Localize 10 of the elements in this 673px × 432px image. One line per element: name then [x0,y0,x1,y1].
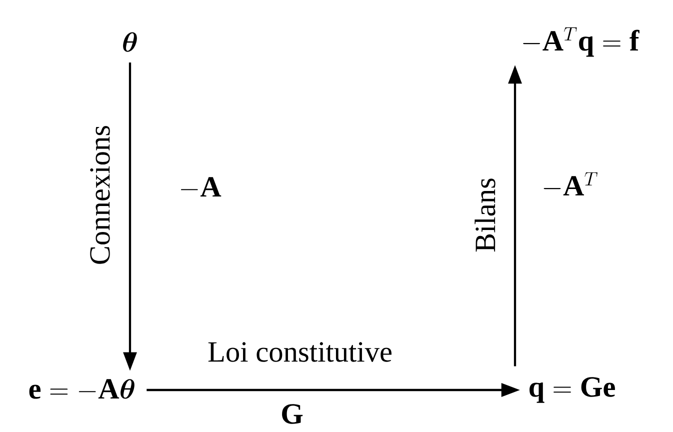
formula: $-\mathbf{A}^{T}$ [544,172,598,196]
formula: $-\mathbf{A}^{T}\mathbf{q} = \mathbf{f}$ [523,27,640,57]
formula: $-\mathbf{A}$ [180,177,222,197]
edge-label: Bilans [474,178,496,252]
formula: $\mathbf{e} = -\mathbf{A}\bm{\theta}$ [29,379,134,399]
edge-label: Loi constitutive [208,342,392,362]
edge-label: Connexions [90,126,110,264]
formula: $\bm{\theta}$ [123,32,137,52]
formula: $\mathbf{q} = \mathbf{G}\mathbf{e}$ [530,377,615,403]
formula: $\mathbf{G}$ [282,404,303,424]
